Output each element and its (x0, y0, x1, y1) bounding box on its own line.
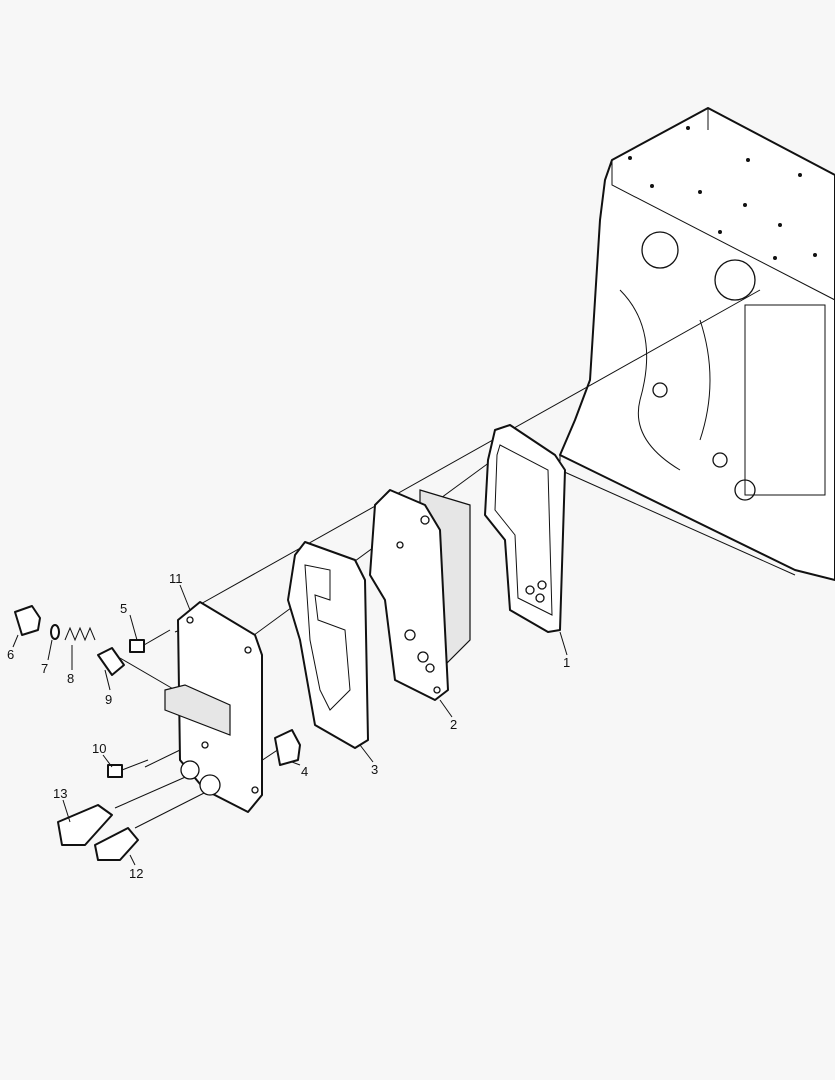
callout-11: 11 (169, 571, 183, 586)
part-12-sensor (94, 827, 139, 861)
part-8-spring (64, 626, 96, 642)
part-6-plug (14, 605, 41, 636)
callout-10: 10 (92, 741, 107, 756)
part-11-housing (164, 601, 263, 813)
part-5-bolt (129, 629, 171, 653)
part-1-gasket (484, 424, 566, 633)
assembly-lines (114, 289, 761, 829)
part-13-sensor (57, 804, 113, 846)
callout-leaders (12, 584, 568, 866)
part-7-o-ring (50, 624, 60, 640)
part-2-oil-cooler (369, 489, 471, 701)
callout-8: 8 (67, 671, 75, 686)
part-9-valve (97, 647, 125, 676)
part-4-plug (274, 729, 301, 766)
callout-9: 9 (105, 692, 113, 707)
part-10-bolt (107, 759, 149, 778)
callout-12: 12 (129, 866, 144, 881)
callout-5: 5 (120, 601, 128, 616)
callout-6: 6 (7, 647, 15, 662)
engine-block (559, 107, 835, 581)
callout-7: 7 (41, 661, 49, 676)
part-3-gasket (287, 541, 369, 749)
callout-3: 3 (371, 762, 379, 777)
callout-2: 2 (450, 717, 458, 732)
callout-1: 1 (563, 655, 571, 670)
callout-13: 13 (53, 786, 68, 801)
callout-4: 4 (301, 764, 309, 779)
